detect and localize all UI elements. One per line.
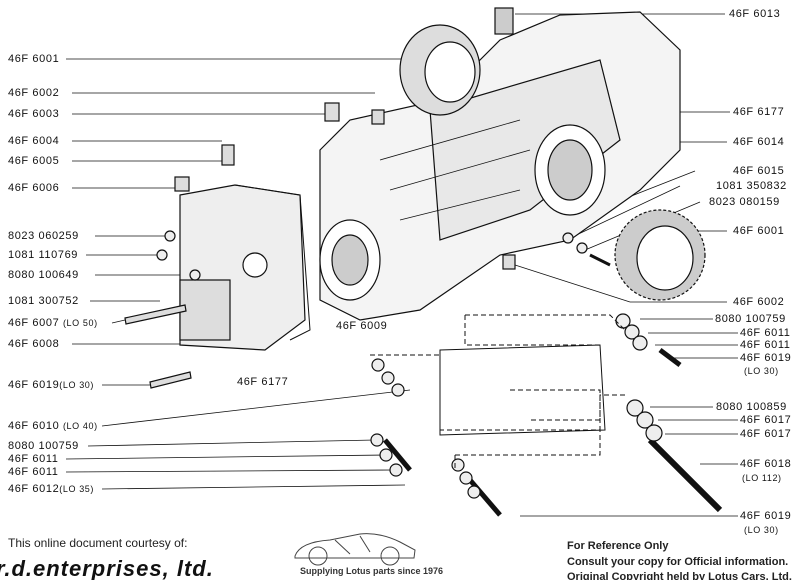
sump-gasket [370,314,626,470]
callout-center-1: 46F 6009 [336,320,388,332]
lotus-car-logo [294,533,416,566]
tagline: Supplying Lotus parts since 1976 [300,566,444,576]
part-number: 46F 6019 [8,379,60,391]
end-cover-46f-6008 [179,184,306,351]
callout-left-16: 46F 6011 [8,453,59,465]
sump-plate [439,344,606,436]
callout-left-15: 8080 100759 [8,440,79,452]
callout-left-7: 8023 060259 [8,230,79,242]
consult-note: Consult your copy for Official informati… [567,556,789,568]
gearbox-casing [319,11,681,321]
plug-46f-6003 [324,102,340,122]
callout-left-11: 46F 6007 (LO 50) [8,317,98,329]
callout-left-14: 46F 6010 (LO 40) [8,420,98,432]
leader-lines-left [65,58,411,490]
seal-46f-6001-top [399,24,481,116]
breather-46f-6013 [494,7,514,35]
callout-right-11: 46F 6011 [740,339,791,351]
plug-46f-6002 [371,109,385,125]
reference-note: For Reference Only [567,540,669,552]
company-name: r.d.enterprises, ltd. [0,556,214,580]
plug-46f-6002-lower [502,254,516,270]
callout-right-9: 8080 100759 [715,313,786,325]
callout-right-5: 1081 350832 [716,180,787,192]
bolts [124,253,723,517]
length-note: (LO 40) [62,421,98,431]
callout-left-2: 46F 6002 [8,87,60,99]
callout-left-6: 46F 6006 [8,182,60,194]
callout-center-2: 46F 6177 [237,376,289,388]
callout-left-17: 46F 6011 [8,466,59,478]
copyright-note: Original Copyright held by Lotus Cars, L… [567,571,792,580]
callout-left-3: 46F 6003 [8,108,60,120]
callout-right-12-note: (LO 30) [744,366,779,376]
callout-right-2: 46F 6177 [733,106,785,118]
callout-right-14: 46F 6017 [740,414,792,426]
washers [156,230,663,499]
callout-left-4: 46F 6004 [8,135,60,147]
callout-right-13: 8080 100859 [716,401,787,413]
callout-right-17-note: (LO 30) [744,525,779,535]
gasket-46f-6177 [234,184,311,341]
callout-right-6: 8023 080159 [709,196,780,208]
callout-left-9: 8080 100649 [8,269,79,281]
callout-right-3: 46F 6014 [733,136,785,148]
plug-46f-6005 [221,144,235,166]
callout-right-17: 46F 6019 [740,510,792,522]
callout-right-8: 46F 6002 [733,296,785,308]
courtesy-text: This online document courtesy of: [8,536,188,550]
callout-left-5: 46F 6005 [8,155,60,167]
callout-left-18: 46F 6012(LO 35) [8,483,94,495]
callout-right-4: 46F 6015 [733,165,785,177]
callout-left-12: 46F 6008 [8,338,60,350]
length-note: (LO 35) [59,484,95,494]
plug-46f-6006 [174,176,190,192]
callout-right-16: 46F 6018 [740,458,792,470]
callout-left-8: 1081 110769 [8,249,79,261]
callout-left-1: 46F 6001 [8,53,60,65]
callout-right-16-note: (LO 112) [742,473,782,483]
callout-right-12: 46F 6019 [740,352,792,364]
length-note: (LO 30) [59,380,95,390]
part-number: 46F 6012 [8,483,60,495]
callout-right-15: 46F 6017 [740,428,792,440]
part-number: 46F 6010 [8,420,60,432]
callout-right-1: 46F 6013 [729,8,781,20]
seal-46f-6001-rear [614,209,706,301]
callout-left-10: 1081 300752 [8,295,79,307]
part-number: 46F 6007 [8,317,60,329]
callout-right-7: 46F 6001 [733,225,785,237]
callout-right-10: 46F 6011 [740,327,791,339]
callout-left-13: 46F 6019(LO 30) [8,379,94,391]
length-note: (LO 50) [62,318,98,328]
